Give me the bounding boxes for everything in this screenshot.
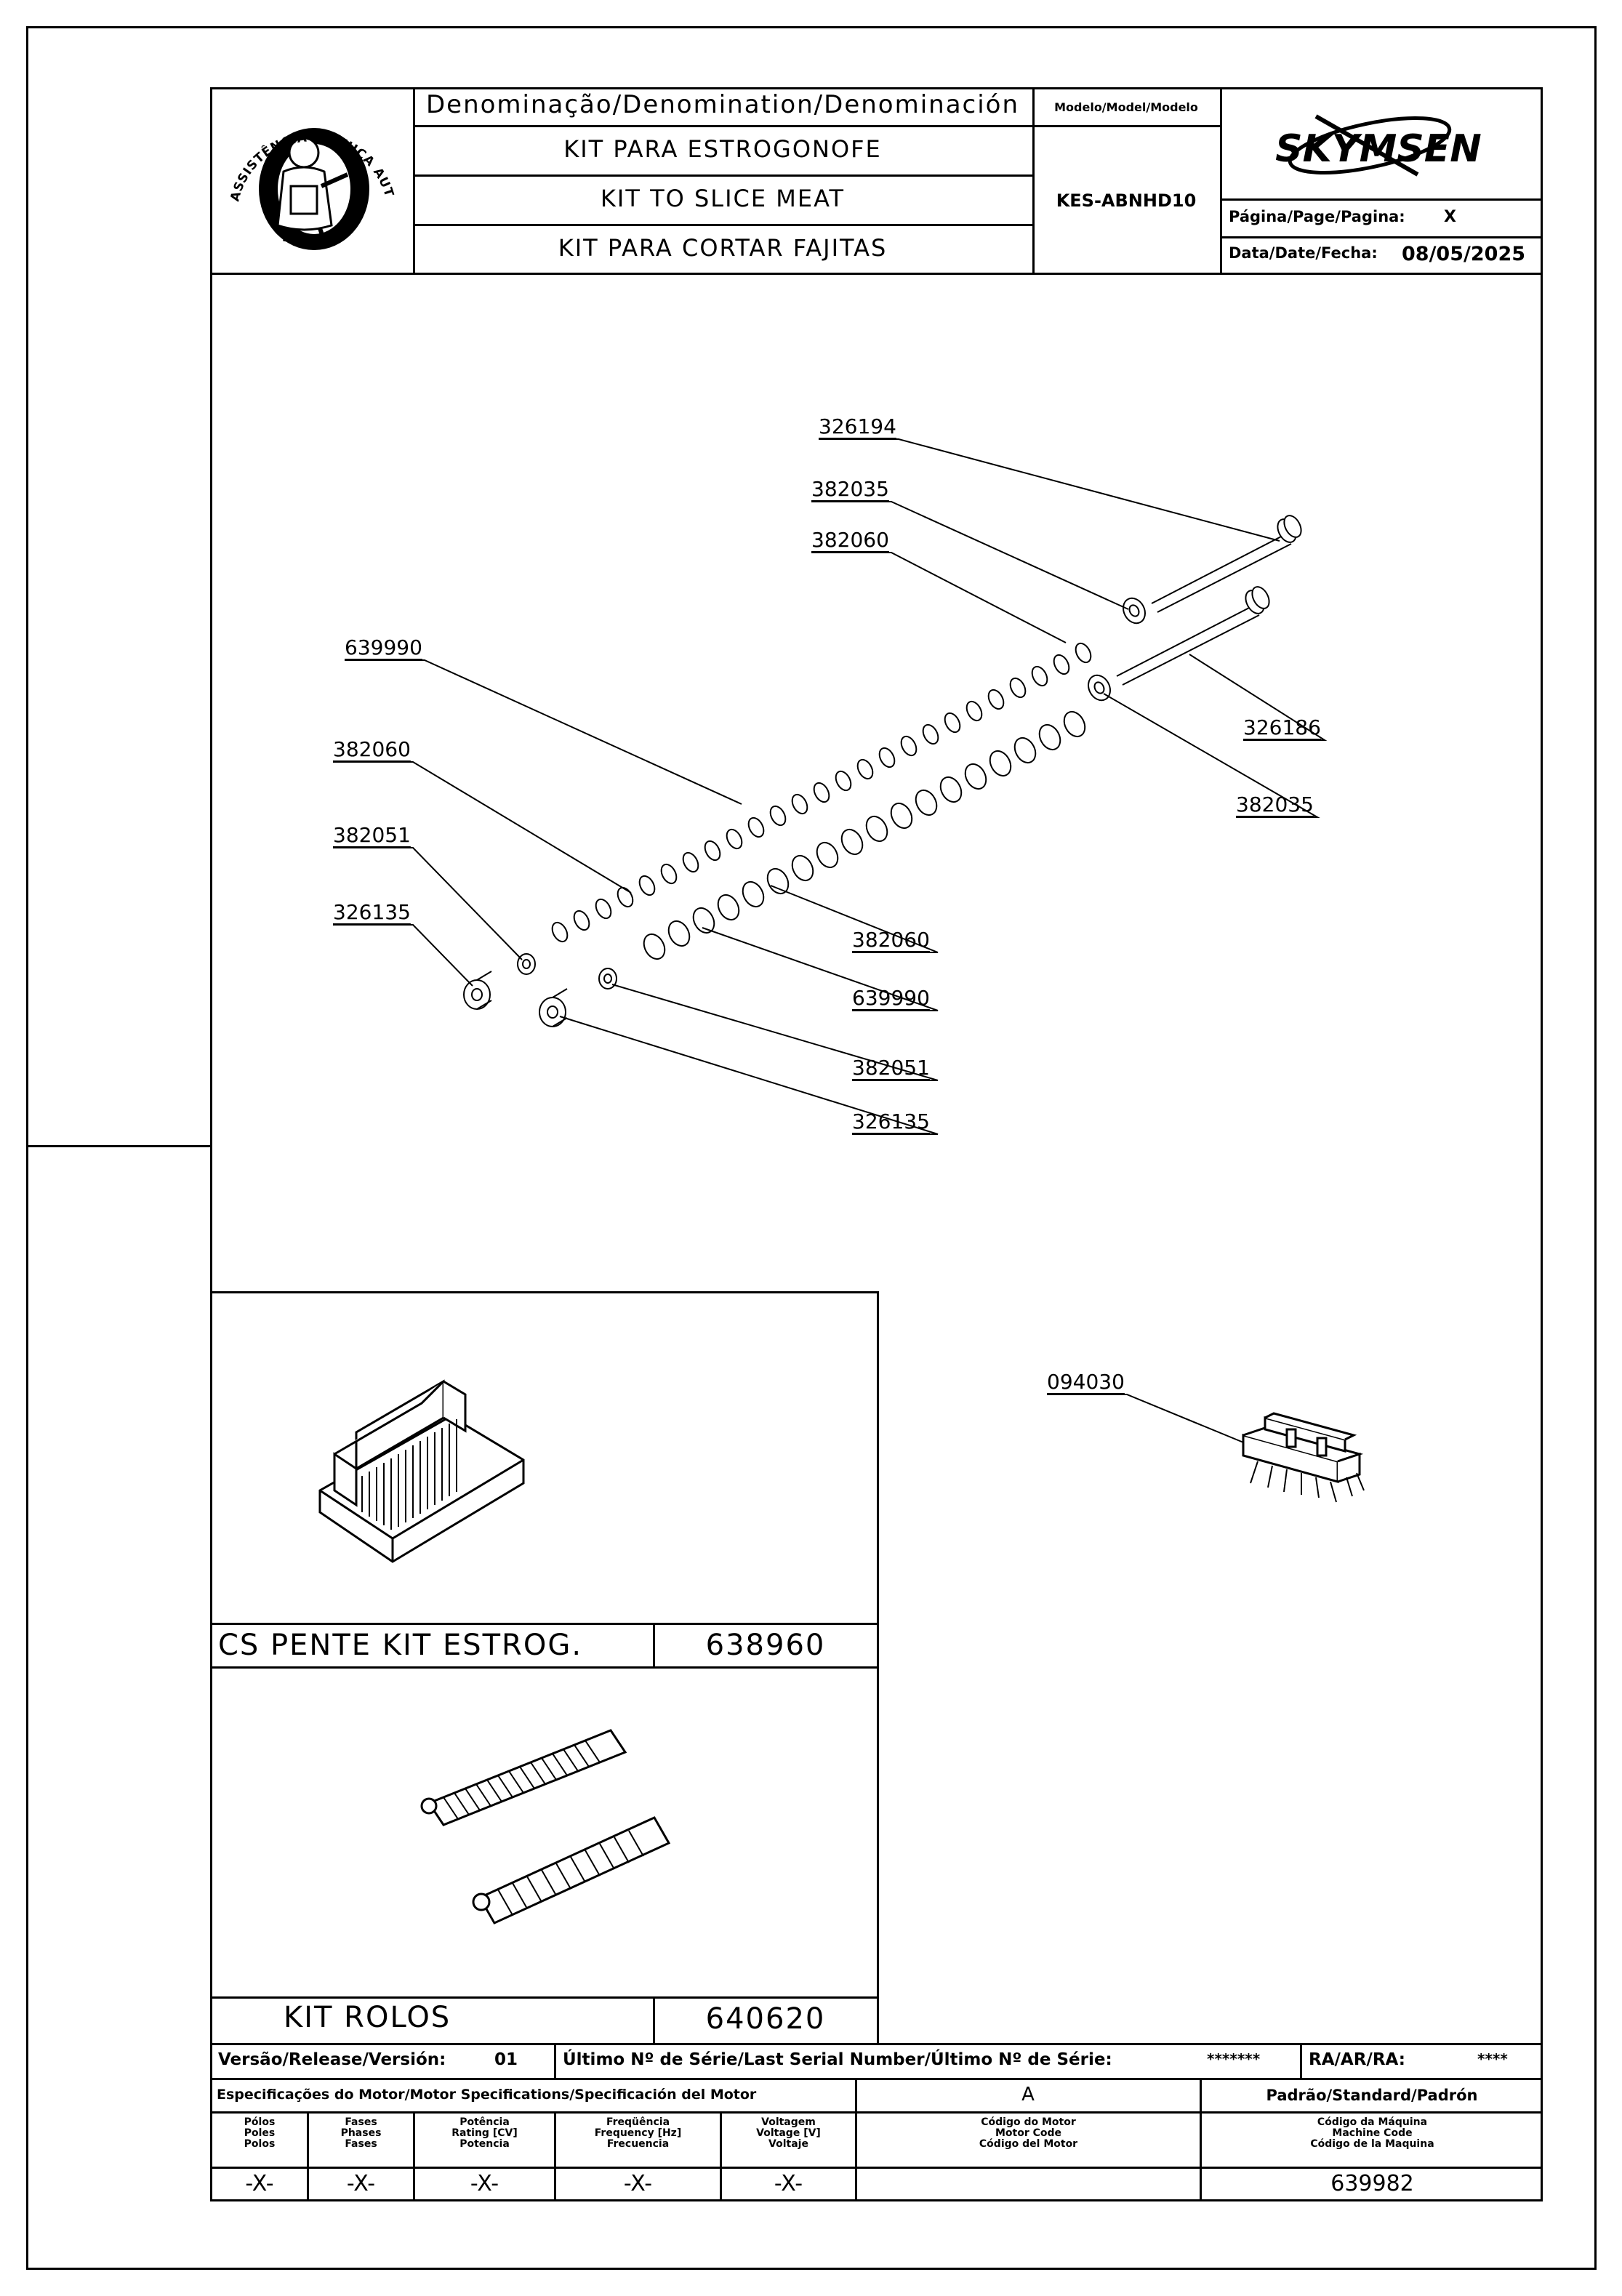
part-label: 382051 [852, 1056, 930, 1080]
part-label: 382060 [333, 737, 411, 761]
inset-top-border [210, 1291, 879, 1293]
comb-drawing [318, 1379, 525, 1563]
motor-spec-label: Especificações do Motor/Motor Specificat… [217, 2087, 757, 2103]
product-name-en: KIT TO SLICE MEAT [600, 185, 846, 212]
serial-value: ******* [1207, 2050, 1261, 2068]
part-label: 326194 [819, 414, 896, 438]
drawing-frame [210, 87, 1543, 2201]
page-value: X [1444, 208, 1456, 226]
model-label: Modelo/Model/Modelo [1054, 100, 1198, 114]
frequency-value: -X- [623, 2171, 653, 2196]
serial-label: Último Nº de Série/Last Serial Number/Úl… [563, 2050, 1112, 2069]
power-value: -X- [470, 2171, 499, 2196]
skymsen-logo: SKYMSEN [1275, 114, 1482, 177]
footer-top [210, 2043, 1543, 2045]
date-label: Data/Date/Fecha: [1229, 244, 1378, 262]
brand-name: SKYMSEN [1275, 127, 1482, 171]
exploded-view-drawing [333, 438, 1328, 1135]
voltage-value: -X- [774, 2171, 803, 2196]
standard-label: Padrão/Standard/Padrón [1266, 2087, 1478, 2104]
phases-value: -X- [346, 2171, 376, 2196]
ra-value: **** [1477, 2050, 1508, 2068]
denomination-label: Denominação/Denomination/Denominación [425, 90, 1020, 119]
date-value: 08/05/2025 [1402, 243, 1526, 265]
inset1-code: 638960 [705, 1629, 826, 1662]
product-name-pt: KIT PARA ESTROGONOFE [563, 135, 882, 163]
ra-label: RA/AR/RA: [1309, 2050, 1405, 2069]
poles-value: -X- [245, 2171, 274, 2196]
part-label: 382035 [811, 477, 889, 501]
part-label: 326135 [333, 900, 411, 924]
part-label: 326186 [1243, 715, 1321, 739]
inset1-name: CS PENTE KIT ESTROG. [218, 1629, 583, 1662]
outer-frame [26, 26, 1597, 2270]
machine-code-value: 639982 [1330, 2171, 1414, 2196]
product-name-es: KIT PARA CORTAR FAJITAS [558, 234, 888, 262]
part-label: 382060 [811, 528, 889, 552]
version-label: Versão/Release/Versión: [218, 2050, 446, 2069]
inset2-code: 640620 [705, 2002, 826, 2036]
version-value: 01 [494, 2050, 518, 2069]
part-label: 639990 [345, 635, 422, 659]
brush-drawing [1047, 1394, 1365, 1503]
page-label: Página/Page/Pagina: [1229, 208, 1405, 225]
rollers-drawing [420, 1729, 671, 1924]
authorized-service-seal: ASSISTÊNCIA TÉCNICA AUTORIZADA [218, 93, 396, 250]
inset2-name: KIT ROLOS [284, 2001, 451, 2034]
part-label: 382051 [333, 823, 411, 847]
part-label: 382035 [1236, 792, 1314, 816]
motor-code-value: A [1021, 2084, 1035, 2106]
binding-margin-line [26, 1145, 212, 1147]
title-block-bottom [210, 273, 1543, 275]
part-label: 639990 [852, 986, 930, 1010]
part-label: 094030 [1047, 1370, 1125, 1394]
part-label: 326135 [852, 1109, 930, 1133]
part-label: 382060 [852, 928, 930, 952]
model-value: KES-ABNHD10 [1056, 190, 1197, 211]
